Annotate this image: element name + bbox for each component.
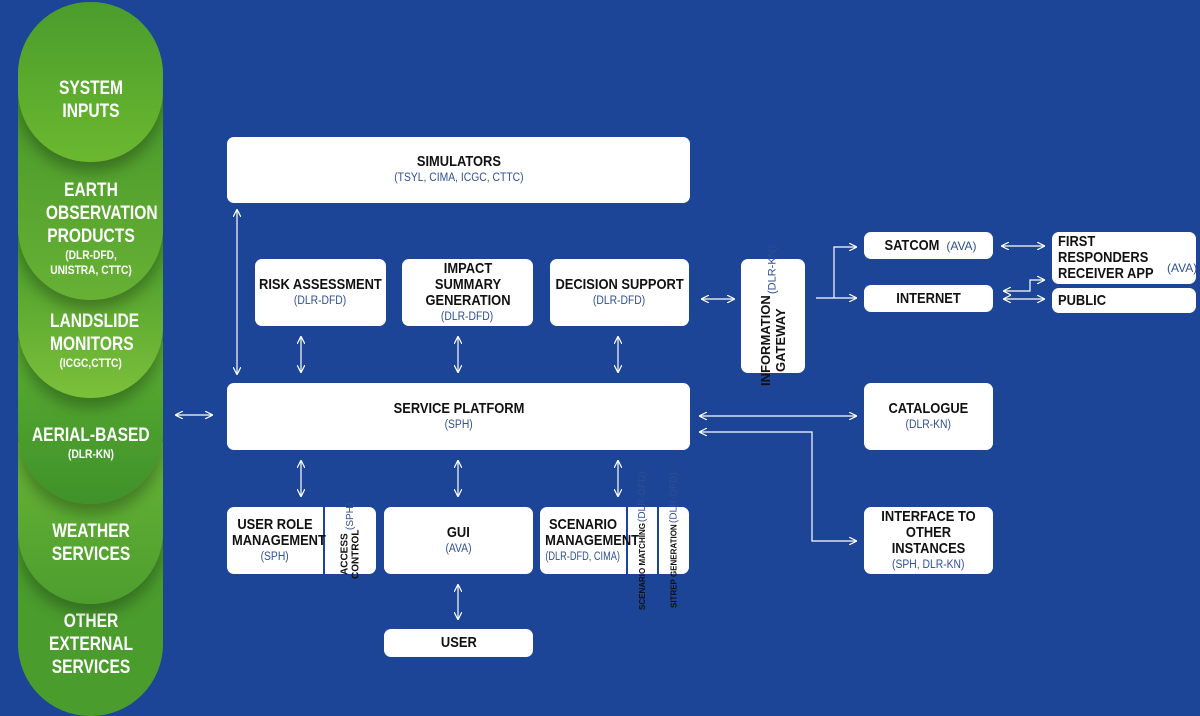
public-title: PUBLIC <box>1058 291 1107 309</box>
decision-support-box: DECISION SUPPORT (DLR-DFD) <box>550 259 689 326</box>
other-external-services-title: OTHER EXTERNAL SERVICES <box>48 610 133 678</box>
catalogue-box: CATALOGUE (DLR-KN) <box>864 383 993 450</box>
decision-support-title: DECISION SUPPORT <box>555 275 684 293</box>
landslide-monitors-title: LANDSLIDE MONITORS <box>49 310 139 355</box>
scenario-matching-label: SCENARIO MATCHING (DLR-DFD) <box>628 471 657 610</box>
simulators-box: SIMULATORS (TSYL, CIMA, ICGC, CTTC) <box>227 137 690 203</box>
gui-sub: (AVA) <box>445 542 472 555</box>
risk-assessment-sub: (DLR-DFD) <box>294 294 347 307</box>
service-platform-box: SERVICE PLATFORM (SPH) <box>227 383 690 450</box>
information-gateway-title: INFORMATION GATEWAY <box>758 295 788 387</box>
information-gateway-label: INFORMATION GATEWAY (DLR-KN) <box>741 246 805 386</box>
satcom-box: SATCOM (AVA) <box>864 232 993 259</box>
service-platform-title: SERVICE PLATFORM <box>393 399 524 417</box>
internet-responders-arrow <box>1004 280 1044 291</box>
user-role-box: USER ROLE MANAGEMENT (SPH) ACCESS CONTRO… <box>227 502 376 579</box>
user-box: USER <box>384 629 533 657</box>
scenario-sub: (DLR-DFD, CIMA) <box>545 550 621 563</box>
weather-services-title: WEATHER SERVICES <box>51 521 130 565</box>
impact-summary-box: IMPACT SUMMARY GENERATION (DLR-DFD) <box>402 259 533 326</box>
access-control-title: ACCESS CONTROL <box>339 529 362 579</box>
catalogue-sub: (DLR-KN) <box>905 418 952 431</box>
scenario-matching-sub: (DLR-DFD) <box>637 471 648 522</box>
scenario-management-box: SCENARIO MANAGEMENT (DLR-DFD, CIMA) SCEN… <box>540 471 689 610</box>
user-role-main: USER ROLE MANAGEMENT (SPH) <box>227 507 326 574</box>
aerial-based-title: AERIAL-BASED <box>31 425 150 446</box>
impact-summary-title: IMPACT SUMMARY GENERATION <box>424 259 511 309</box>
interface-box: INTERFACE TO OTHER INSTANCES (SPH, DLR-K… <box>864 507 993 574</box>
earth-observation-title: EARTH OBSERVATION PRODUCTS <box>45 179 158 247</box>
interface-title: INTERFACE TO OTHER INSTANCES <box>881 507 976 557</box>
interface-sub: (SPH, DLR-KN) <box>892 558 965 571</box>
first-responders-sub: (AVA) <box>1167 261 1198 275</box>
system-inputs-column: OTHER EXTERNAL SERVICES WEATHER SERVICES… <box>18 2 163 716</box>
first-responders-box: FIRST RESPONDERS RECEIVER APP (AVA) <box>1052 232 1198 284</box>
user-role-title: USER ROLE MANAGEMENT <box>232 515 326 549</box>
impact-summary-sub: (DLR-DFD) <box>441 310 494 323</box>
user-role-sub: (SPH) <box>260 550 290 563</box>
simulators-title: SIMULATORS <box>416 153 501 170</box>
access-control-sub: (SPH) <box>345 502 356 530</box>
satcom-sub: (AVA) <box>946 238 977 253</box>
risk-assessment-box: RISK ASSESSMENT (DLR-DFD) <box>255 259 386 326</box>
gui-box: GUI (AVA) <box>384 507 533 574</box>
user-title: USER <box>440 634 477 651</box>
sitrep-sub: (DLR-DFD) <box>668 472 680 524</box>
internet-title: INTERNET <box>896 289 961 307</box>
catalogue-title: CATALOGUE <box>888 399 969 417</box>
scenario-matching-title: SCENARIO MATCHING <box>638 522 647 610</box>
gui-title: GUI <box>447 523 470 541</box>
system-inputs-title: SYSTEM INPUTS <box>58 78 123 122</box>
satcom-title: SATCOM <box>884 236 940 254</box>
scenario-divider-1 <box>626 507 628 574</box>
public-box: PUBLIC <box>1052 288 1196 313</box>
landslide-monitors-sub: (ICGC,CTTC) <box>59 355 122 370</box>
gateway-satcom-arrow <box>833 247 856 298</box>
platform-interface-arrow <box>700 432 856 541</box>
access-control-label: ACCESS CONTROL (SPH) <box>325 502 376 578</box>
information-gateway-sub: (DLR-KN) <box>766 245 779 295</box>
scenario-title: SCENARIO MANAGEMENT <box>545 515 640 549</box>
earth-observation-sub: (DLR-DFD, UNISTRA, CTTC) <box>49 247 132 277</box>
scenario-main: SCENARIO MANAGEMENT (DLR-DFD, CIMA) <box>540 507 640 574</box>
scenario-divider-2 <box>657 507 659 574</box>
service-platform-sub: (SPH) <box>444 418 473 431</box>
risk-assessment-title: RISK ASSESSMENT <box>259 275 382 293</box>
information-gateway-box: INFORMATION GATEWAY (DLR-KN) <box>741 246 805 386</box>
sitrep-title: SITREP GENERATION <box>669 524 679 609</box>
sitrep-label: SITREP GENERATION (DLR-DFD) <box>659 473 689 608</box>
user-role-divider <box>323 507 325 574</box>
first-responders-title: FIRST RESPONDERS RECEIVER APP <box>1058 233 1154 282</box>
system-inputs-segment: SYSTEM INPUTS <box>18 2 163 162</box>
aerial-based-sub: (DLR-KN) <box>67 447 114 461</box>
internet-box: INTERNET <box>864 285 993 312</box>
decision-support-sub: (DLR-DFD) <box>593 294 646 307</box>
simulators-sub: (TSYL, CIMA, ICGC, CTTC) <box>393 172 524 184</box>
